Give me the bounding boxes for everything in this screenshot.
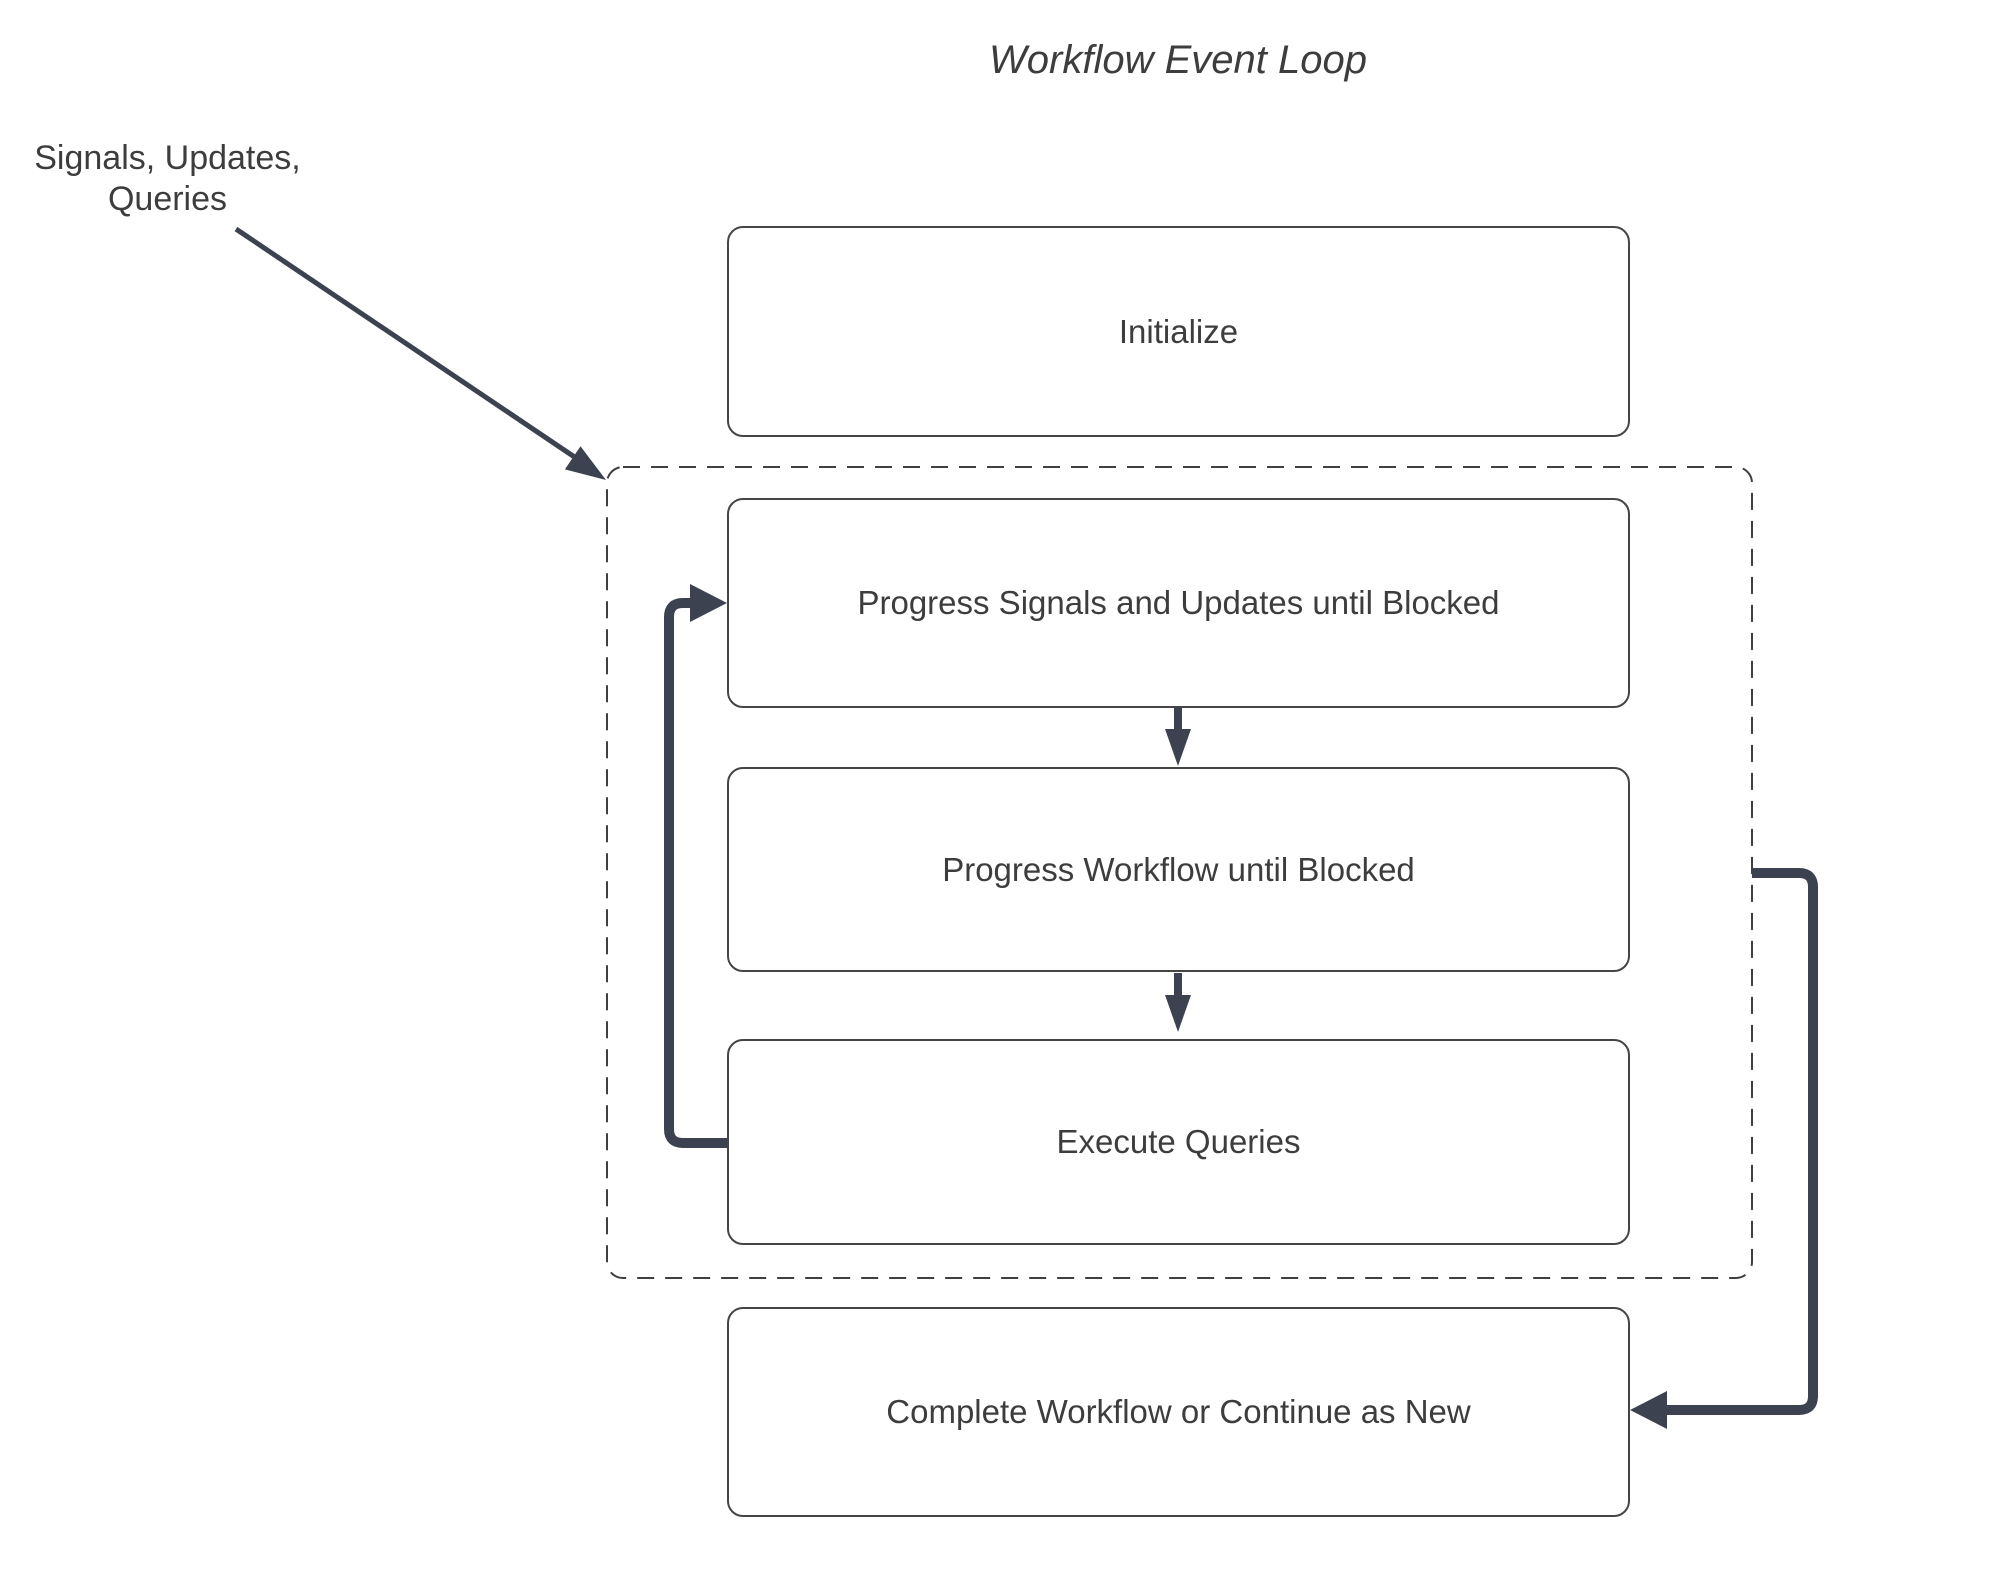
node-execute-queries-label: Execute Queries (1056, 1123, 1301, 1160)
signals-updates-queries-label-line1: Signals, Updates, (34, 139, 301, 177)
node-complete-workflow-label: Complete Workflow or Continue as New (886, 1393, 1471, 1430)
node-progress-signals-and-updates: Progress Signals and Updates until Block… (727, 498, 1630, 708)
signals-updates-queries-label: Signals, Updates, Queries (30, 138, 305, 220)
signals-updates-queries-label-line2: Queries (107, 180, 228, 218)
node-initialize: Initialize (727, 226, 1630, 437)
arrow-event-loop-to-complete-workflow (1630, 868, 1818, 1429)
arrow-progress-workflow-to-execute-queries (1165, 973, 1191, 1032)
node-initialize-label: Initialize (1118, 312, 1239, 350)
arrow-execute-queries-to-progress-signals (664, 584, 727, 1148)
arrow-signals-to-event-loop (234, 226, 606, 480)
node-progress-workflow-label: Progress Workflow until Blocked (942, 850, 1415, 888)
node-progress-workflow: Progress Workflow until Blocked (727, 767, 1630, 972)
diagram-title: Workflow Event Loop (989, 38, 1367, 82)
arrow-progress-signals-to-progress-workflow (1165, 707, 1191, 766)
node-complete-workflow: Complete Workflow or Continue as New (727, 1307, 1630, 1517)
node-execute-queries: Execute Queries (727, 1039, 1630, 1245)
node-progress-signals-and-updates-label: Progress Signals and Updates until Block… (857, 584, 1500, 621)
